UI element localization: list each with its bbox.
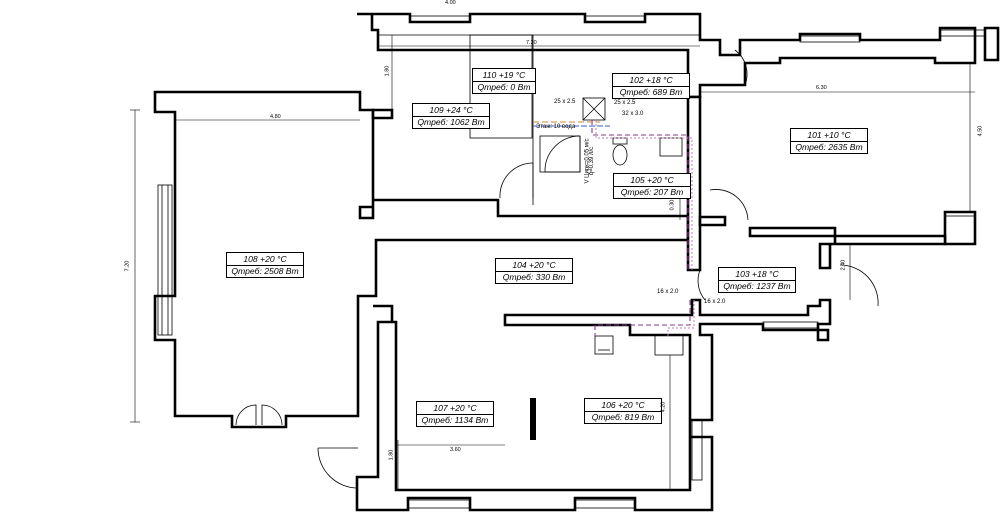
wall-room-108 bbox=[153, 90, 690, 429]
room-102-temp: 102 +18 °C bbox=[629, 75, 673, 85]
dim-text-107-height: 1.80 bbox=[388, 449, 395, 461]
pipe-main bbox=[591, 120, 689, 270]
dim-text-top-partial: 4.00 bbox=[445, 0, 456, 6]
pipe-size-25b: 25 x 2.5 bbox=[614, 100, 636, 106]
sink-106 bbox=[654, 334, 684, 356]
room-108-temp: 108 +20 °C bbox=[243, 254, 287, 264]
window-top-3 bbox=[799, 35, 861, 43]
window-103 bbox=[762, 321, 819, 329]
room-104-load: Qтреб: 330 Вт bbox=[496, 270, 572, 283]
boiler bbox=[582, 97, 606, 121]
room-102-load: Qтреб: 689 Вт bbox=[613, 85, 689, 98]
pipe-106 bbox=[594, 300, 691, 336]
dim-text-103-height: 2.40 bbox=[840, 259, 847, 271]
door-109 bbox=[499, 162, 534, 199]
room-label-106: 106 +20 °C Qтреб: 819 Вт bbox=[584, 398, 662, 424]
dim-text-106-height: 4.20 bbox=[660, 401, 667, 413]
wall-room-103-right bbox=[748, 226, 947, 270]
stove-106 bbox=[594, 335, 614, 355]
room-label-107: 107 +20 °C Qтреб: 1134 Вт bbox=[416, 401, 494, 427]
room-109-load: Qтреб: 1062 Вт bbox=[413, 115, 489, 128]
door-107-entry bbox=[317, 447, 359, 489]
pipe-size-25a: 25 x 2.5 bbox=[554, 99, 576, 105]
room-107-load: Qтреб: 1134 Вт bbox=[417, 413, 493, 426]
column bbox=[530, 398, 536, 440]
door-108-right-leaf bbox=[261, 404, 283, 426]
wall-right-top bbox=[983, 26, 1000, 62]
room-105-temp: 105 +20 °C bbox=[630, 175, 674, 185]
room-label-108: 108 +20 °C Qтреб: 2508 Вт bbox=[226, 252, 304, 278]
window-left bbox=[157, 184, 173, 336]
toilet bbox=[612, 144, 628, 166]
room-110-load: Qтреб: 0 Вт bbox=[473, 80, 535, 93]
pipe-106-return bbox=[667, 300, 695, 336]
dim-text-108-height: 7.20 bbox=[124, 260, 131, 272]
pipe-size-16a: 16 x 2.0 bbox=[657, 289, 679, 295]
window-106-right bbox=[691, 419, 703, 481]
room-103-load: Qтреб: 1237 Вт bbox=[719, 279, 795, 292]
dim-text-101-width: 6.30 bbox=[816, 85, 827, 91]
pipe-size-32: 32 x 3.0 bbox=[622, 111, 644, 117]
window-right bbox=[944, 211, 976, 217]
dim-text-top-width: 7.20 bbox=[526, 40, 537, 46]
room-103-temp: 103 +18 °C bbox=[735, 269, 779, 279]
room-label-101: 101 +10 °C Qтреб: 2635 Вт bbox=[790, 128, 868, 154]
dim-text-107-width: 3.60 bbox=[450, 447, 461, 453]
room-101-load: Qтреб: 2635 Вт bbox=[791, 140, 867, 153]
door-108-left-leaf bbox=[235, 404, 257, 426]
door-105-101 bbox=[709, 189, 749, 221]
window-bottom-1 bbox=[407, 499, 471, 509]
dim-text-109-height: 1.80 bbox=[384, 65, 391, 77]
wall-room-103-top bbox=[698, 215, 727, 227]
room-label-104: 104 +20 °C Qтреб: 330 Вт bbox=[495, 258, 573, 284]
boiler-cross-2 bbox=[582, 97, 606, 121]
room-label-110: 110 +19 °C Qтреб: 0 Вт bbox=[472, 68, 536, 94]
room-label-103: 103 +18 °C Qтреб: 1237 Вт bbox=[718, 267, 796, 293]
room-104-temp: 104 +20 °C bbox=[512, 260, 556, 270]
pipe-return bbox=[595, 120, 693, 270]
door-103-right bbox=[839, 264, 879, 307]
room-108-load: Qтреб: 2508 Вт bbox=[227, 264, 303, 277]
room-105-load: Qтреб: 207 Вт bbox=[614, 185, 690, 198]
sink-105 bbox=[659, 137, 683, 157]
room-label-102: 102 +18 °C Qтреб: 689 Вт bbox=[612, 73, 690, 99]
room-label-109: 109 +24 °C Qтреб: 1062 Вт bbox=[412, 103, 490, 129]
riser-label-2: q=0.39 л/с bbox=[589, 146, 596, 176]
shower-tray bbox=[539, 135, 581, 173]
pipe-size-16b: 16 x 2.0 bbox=[704, 299, 726, 305]
room-label-105: 105 +20 °C Qтреб: 207 Вт bbox=[613, 173, 691, 199]
dim-text-108-width: 4.80 bbox=[270, 114, 281, 120]
window-top-2 bbox=[584, 15, 646, 23]
riser-note: Этаж: 10 вода bbox=[536, 124, 576, 130]
wall-room-109-stub bbox=[371, 108, 394, 120]
window-top-1 bbox=[409, 15, 471, 23]
room-101-temp: 101 +10 °C bbox=[807, 130, 851, 140]
room-106-load: Qтреб: 819 Вт bbox=[585, 410, 661, 423]
shower-arc bbox=[544, 135, 581, 173]
window-bottom-2 bbox=[574, 499, 636, 509]
room-107-temp: 107 +20 °C bbox=[433, 403, 477, 413]
room-109-temp: 109 +24 °C bbox=[429, 105, 473, 115]
dim-text-105-height: 0.30 bbox=[669, 199, 676, 211]
door-103-left bbox=[697, 269, 706, 301]
door-101-top bbox=[734, 49, 748, 86]
wall-right-lower bbox=[943, 210, 977, 246]
toilet-tank bbox=[612, 137, 628, 145]
window-top-4 bbox=[939, 29, 986, 37]
dim-text-101-height: 4.50 bbox=[977, 125, 984, 137]
room-110-temp: 110 +19 °C bbox=[482, 70, 526, 80]
room-106-temp: 106 +20 °C bbox=[601, 400, 645, 410]
